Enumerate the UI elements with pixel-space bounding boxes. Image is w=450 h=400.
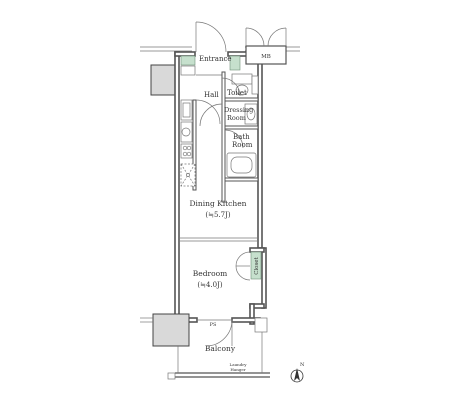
laundry-label-2: Hanger xyxy=(230,367,245,372)
north-arrow-icon xyxy=(290,368,304,383)
dining-kitchen-label: Dining Kitchen xyxy=(190,199,247,208)
shoe-cabinets xyxy=(180,55,241,76)
toilet-fixtures xyxy=(221,73,259,97)
balcony-door xyxy=(197,319,233,347)
bathtub xyxy=(226,152,257,178)
hall-label: Hall xyxy=(204,91,220,99)
north-label: N xyxy=(300,362,305,368)
bath-room-label-1: Bath xyxy=(233,133,250,141)
closet-label: Closet xyxy=(254,256,260,274)
interior-walls xyxy=(179,71,259,242)
closet-doors xyxy=(235,251,251,281)
entrance-label: Entrance xyxy=(199,55,232,63)
entrance-door xyxy=(195,21,227,53)
balcony-outline xyxy=(140,317,270,380)
bedroom-label: Bedroom xyxy=(193,269,227,278)
dressing-room-label-1: Dressing xyxy=(224,106,253,114)
ps-label: PS xyxy=(210,322,217,328)
kitchen-counter xyxy=(180,99,196,187)
bath-room-label-2: Room xyxy=(232,141,253,149)
dining-kitchen-area: (≒5.7J) xyxy=(205,211,231,219)
closet-box xyxy=(250,251,262,280)
hall-doors xyxy=(195,99,244,149)
laundry-label-1: Laundry xyxy=(230,362,248,367)
structural-column-bottom xyxy=(152,313,190,347)
wash-basin xyxy=(244,103,258,125)
mb-box xyxy=(245,27,287,65)
balcony-label: Balcony xyxy=(205,344,236,353)
dressing-room-label-2: Room xyxy=(227,114,246,122)
bedroom-area: (≒4.0J) xyxy=(197,281,223,289)
toilet-label: Toilet xyxy=(227,89,247,97)
structural-column-top xyxy=(150,64,177,96)
mb-label: MB xyxy=(261,54,271,60)
